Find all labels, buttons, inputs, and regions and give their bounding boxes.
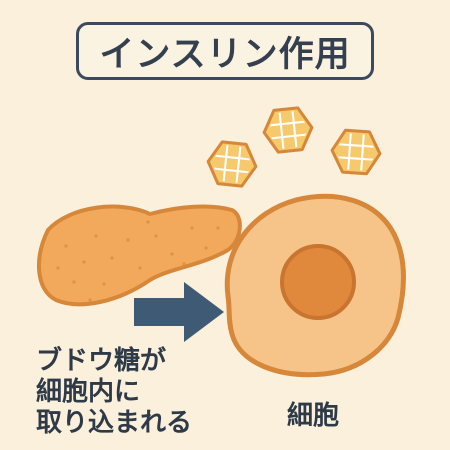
- cell-icon: [224, 193, 406, 378]
- caption-line: 細胞内に: [36, 377, 141, 407]
- cell-nucleus: [280, 244, 356, 320]
- pancreas-icon: [37, 204, 242, 307]
- caption-line: ブドウ糖が: [36, 346, 167, 376]
- title-box: インスリン作用: [76, 22, 374, 80]
- glucose-molecules: [206, 106, 382, 188]
- caption-line: 取り込まれる: [36, 408, 193, 438]
- arrow-right-icon: [134, 282, 224, 342]
- cell-label: 細胞: [287, 401, 340, 431]
- page-title: インスリン作用: [99, 34, 351, 75]
- glucose-molecule-icon: [330, 128, 382, 176]
- caption-glucose-uptake: ブドウ糖が 細胞内に 取り込まれる: [36, 346, 192, 439]
- glucose-molecule-icon: [206, 140, 258, 188]
- glucose-molecule-icon: [262, 106, 314, 154]
